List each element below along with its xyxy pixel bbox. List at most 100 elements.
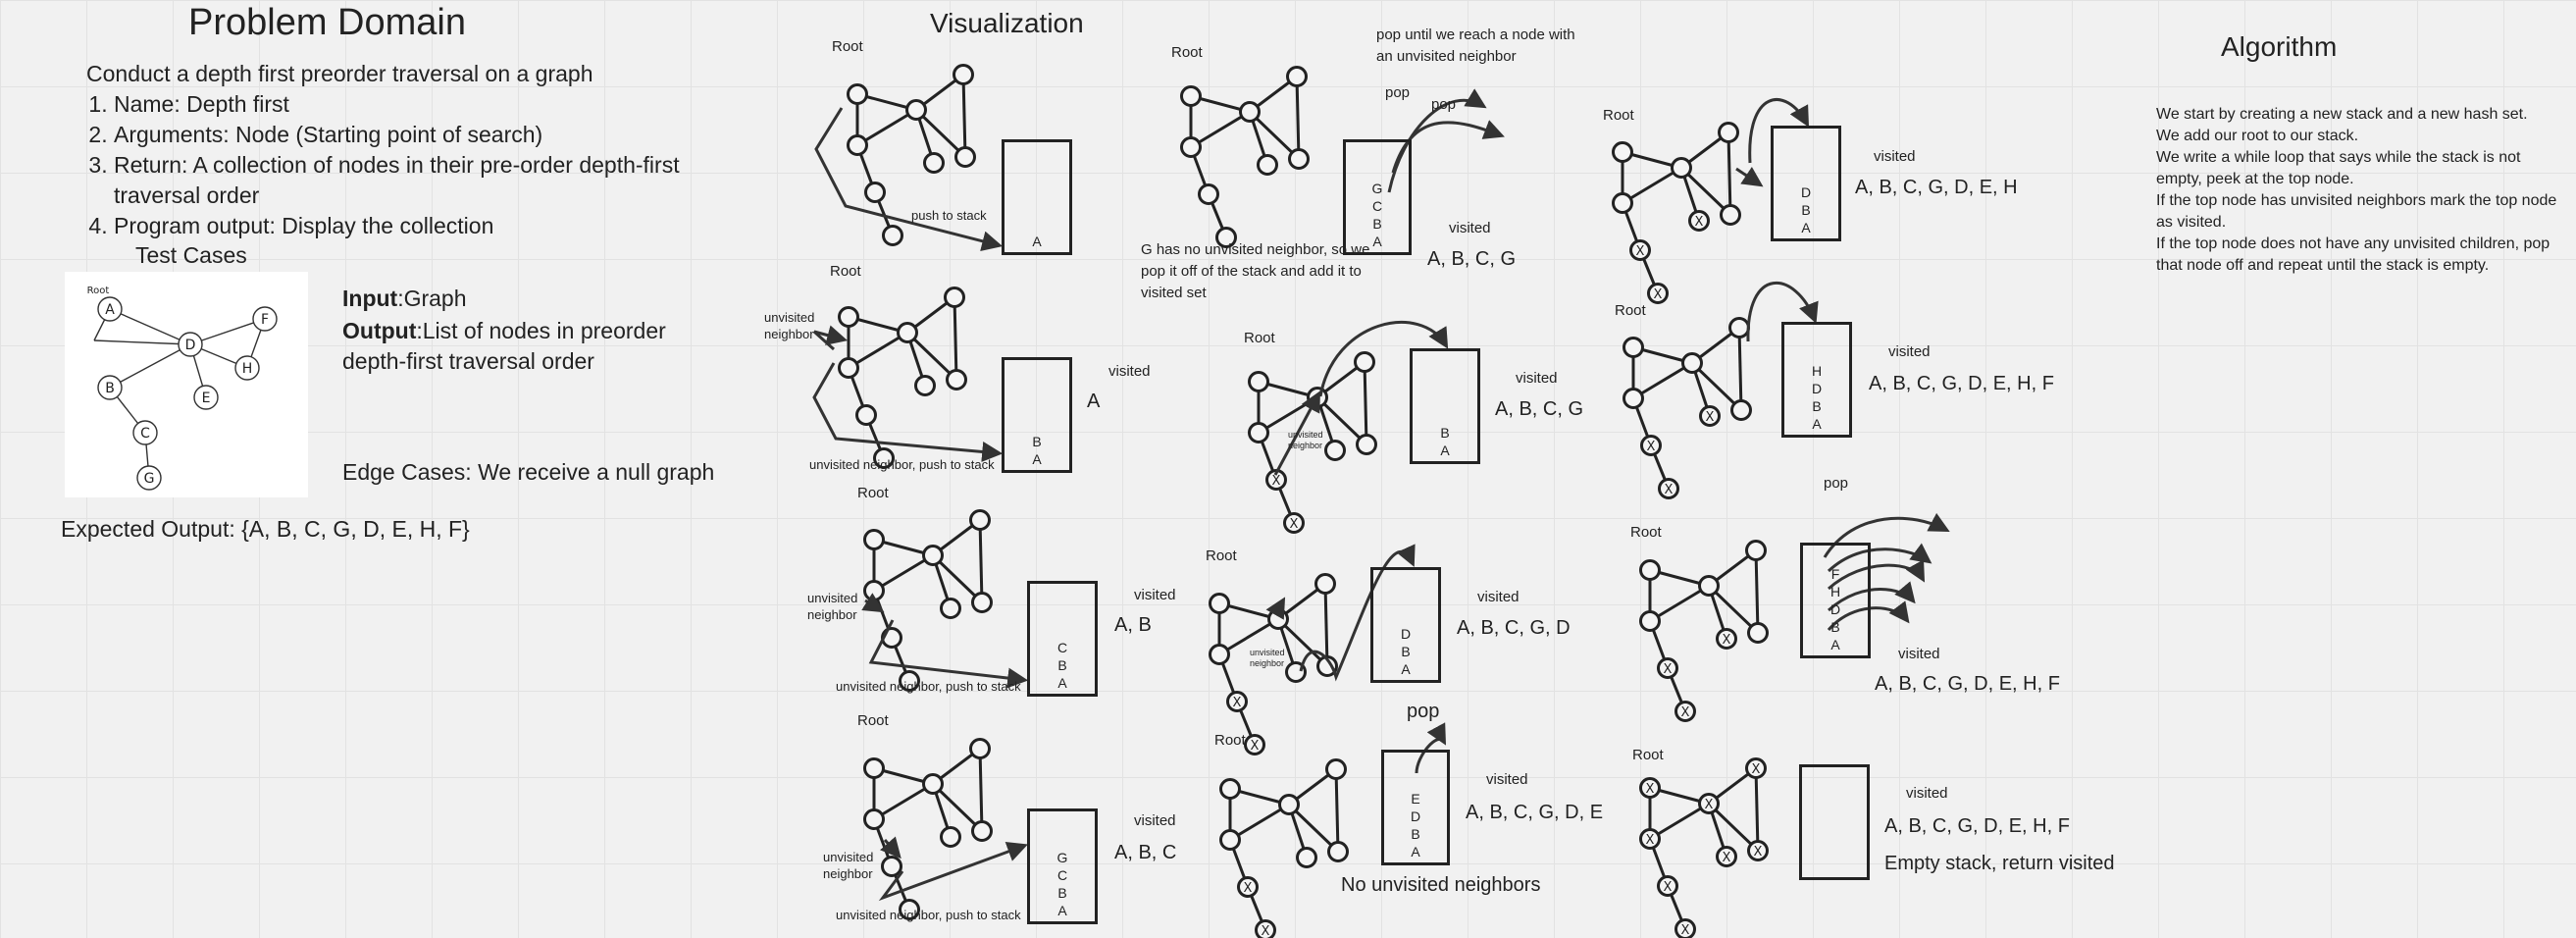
input-line: Input:Graph: [342, 286, 467, 312]
graph-edge: [1690, 361, 1743, 412]
graph-edge: [1276, 617, 1329, 668]
graph-node: [1612, 192, 1633, 214]
push-arrow-10: [1746, 282, 1819, 342]
push-arrow-2: [812, 362, 1004, 462]
stack-item: A: [1057, 675, 1067, 691]
graph-node: [864, 182, 886, 203]
stack-item: A: [1411, 844, 1420, 860]
g-no-neighbor-note: G has no unvisited neighbor, so we pop i…: [1141, 241, 1370, 301]
graph-node: [914, 375, 936, 396]
stack-item: D: [1800, 184, 1812, 200]
visited-label-12: visited: [1906, 785, 1948, 802]
input-value: :Graph: [397, 286, 467, 311]
graph-node: [1278, 794, 1300, 815]
graph-node: [1747, 622, 1769, 644]
visited-mark: X: [1706, 410, 1715, 425]
algorithm-step-4: If the top node has unvisited neighbors …: [2156, 192, 2557, 231]
graph-11: XXX: [1639, 540, 1769, 722]
stack-item: B: [1401, 644, 1411, 659]
graph-node: [863, 580, 885, 601]
graph-node: [971, 592, 993, 613]
graph-node: [1716, 846, 1737, 867]
root-label-6: Root: [1244, 330, 1275, 346]
graph-node: [873, 447, 895, 469]
root-label-12: Root: [1632, 747, 1664, 763]
graph-node: [1698, 793, 1720, 814]
pop-label-4: pop: [1824, 475, 1849, 492]
graph-node: [1699, 405, 1721, 427]
graph-node: [971, 820, 993, 842]
pop-until-note: pop until we reach a node with an unvisi…: [1376, 26, 1575, 65]
graph-edge: [1323, 583, 1329, 667]
visited-list-3: A, B: [1114, 614, 1152, 636]
graph-node: [1716, 628, 1737, 650]
graph-edge: [873, 553, 934, 593]
graph-node: [940, 826, 961, 848]
graph-node: [954, 146, 976, 168]
graph-node: [1698, 575, 1720, 597]
graph-node: [940, 598, 961, 619]
graph-edge: [1632, 361, 1693, 400]
algorithm-step-3: We write a while loop that says while th…: [2156, 149, 2521, 187]
output-label: Output: [342, 318, 417, 343]
push-arrow-3: [868, 619, 1029, 689]
visited-mark: X: [1705, 798, 1714, 812]
algorithm-title: Algorithm: [2221, 31, 2338, 62]
graph-node: [1267, 608, 1289, 630]
root-label-11: Root: [1630, 524, 1662, 541]
root-label-9: Root: [1603, 107, 1634, 124]
visited-label-3: visited: [1134, 587, 1176, 603]
graph-node: [1745, 540, 1767, 561]
graph-node: [1356, 434, 1377, 455]
graph-node: [946, 369, 967, 391]
graph-node: [1180, 136, 1202, 158]
graph-node: [1623, 337, 1644, 358]
graph-node: [969, 738, 991, 759]
graph-node: [922, 773, 944, 795]
root-label-5: Root: [1171, 44, 1203, 61]
push-arrow-7: [1299, 544, 1416, 682]
graph-node: [1640, 435, 1662, 456]
pop-arrow-1: [1387, 88, 1487, 193]
graph-edge: [978, 748, 984, 832]
graph-edge: [931, 782, 984, 833]
graph-node: [899, 899, 920, 920]
graph-edge: [1649, 802, 1710, 841]
graph-edge: [1726, 131, 1732, 216]
stack-item: B: [1440, 425, 1450, 441]
graph-node: [855, 404, 877, 426]
stack-item: A: [1057, 903, 1067, 918]
graph-node: [1209, 593, 1230, 614]
sketch-node-g: G: [144, 471, 155, 487]
visited-mark: X: [1695, 215, 1704, 230]
visited-list-11: A, B, C, G, D, E, H, F: [1875, 673, 2060, 695]
stack-item: A: [1830, 637, 1840, 652]
visited-mark: X: [1681, 705, 1690, 720]
stack-item: A: [1032, 234, 1042, 249]
sketch-node-b: B: [105, 381, 115, 396]
stack-item: C: [1371, 198, 1383, 214]
stack-item: A: [1032, 451, 1042, 467]
stack-item: H: [1811, 363, 1823, 379]
graph-node: [1286, 66, 1308, 87]
push-arrow-4: [878, 841, 1028, 902]
stack-item: B: [1057, 657, 1067, 673]
graph-edge: [1707, 802, 1760, 853]
problem-item-arguments: Arguments: Node (Starting point of searc…: [114, 120, 761, 150]
visited-list-7: A, B, C, G, D: [1457, 617, 1571, 639]
graph-edge: [1190, 110, 1251, 149]
visited-label-2: visited: [1108, 363, 1151, 380]
stack-item: E: [1411, 791, 1420, 807]
graph-edge: [931, 553, 984, 604]
unvisited-push-note-3: unvisited neighbor, push to stack: [836, 679, 1021, 694]
visited-mark: X: [1290, 517, 1299, 532]
graph-edge: [1315, 395, 1368, 446]
stack-item: H: [1829, 584, 1841, 599]
graph-node: [1314, 573, 1336, 595]
graph-edge: [873, 782, 934, 821]
visited-mark: X: [1646, 782, 1655, 797]
stack-item: A: [1401, 661, 1411, 677]
pop-label-1: pop: [1385, 84, 1411, 101]
sketch-node-c: C: [140, 426, 150, 442]
